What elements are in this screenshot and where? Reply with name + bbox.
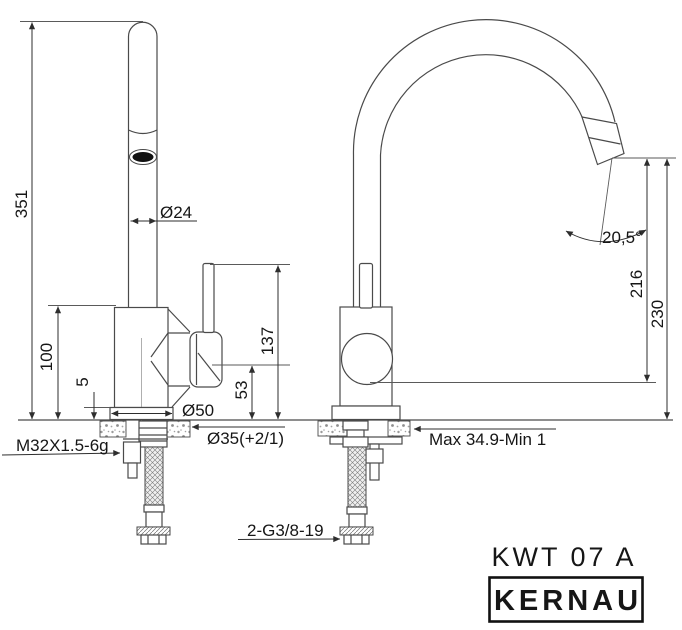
- dim-handle-top-label: 137: [258, 327, 277, 355]
- dim-spout-diameter-label: Ø24: [160, 203, 192, 222]
- dim-spout-clearance-label: 230: [648, 300, 667, 328]
- base-flange-front: [331, 405, 401, 421]
- dim-total-height-label: 351: [12, 190, 31, 218]
- leader-hose-thread: [237, 535, 341, 543]
- gooseneck-outer: [352, 19, 616, 307]
- dim-handle-bottom-label: 53: [232, 381, 251, 400]
- dim-spout-outlet-height-label: 216: [627, 270, 646, 298]
- dim-hole-diameter-label: Ø35(+2/1): [207, 429, 284, 448]
- hose-nut-front: [339, 526, 374, 536]
- braided-hose-side: [144, 446, 164, 506]
- front-view-faucet: [329, 19, 625, 545]
- mounting-nut-front: [365, 448, 384, 464]
- countertop-left-piece2: [163, 420, 191, 438]
- valve-cone-lines: [150, 332, 169, 386]
- handle-lever-side: [202, 262, 215, 334]
- aerator-joint-line: [128, 129, 158, 135]
- dim-mounting-thread-label: M32X1.5-6g: [16, 436, 109, 455]
- countertop-right-piece2: [387, 420, 411, 437]
- handle-lever-front: [358, 262, 374, 309]
- handle-base: [189, 331, 223, 388]
- gooseneck-inner: [379, 54, 584, 307]
- spout-outlet: [132, 152, 154, 162]
- spout-tube: [127, 21, 158, 308]
- title-block: KWT 07 A KERNAU: [488, 542, 644, 623]
- side-view-faucet: [109, 21, 223, 545]
- braided-hose-front: [347, 446, 367, 508]
- angle-arc: [565, 229, 647, 243]
- brand-logo-box: [488, 576, 644, 623]
- mounting-nut: [122, 441, 142, 464]
- dimension-labels: 351 100 5 53 137 216 230 Ø24 Ø50 Ø35(+2/…: [12, 190, 667, 540]
- countertop-left-piece: [99, 420, 127, 438]
- mounting-stud: [127, 462, 138, 479]
- dim-body-height-label: 100: [37, 343, 56, 371]
- ball-joint: [340, 332, 394, 386]
- dim-counter-thickness-label: Max 34.9-Min 1: [429, 430, 546, 449]
- hose-nut-side: [136, 526, 171, 536]
- dim-base-height-label: 5: [73, 377, 92, 386]
- dim-base-diameter-label: Ø50: [182, 401, 214, 420]
- dim-hose-thread-label: 2-G3/8-19: [247, 521, 324, 540]
- leader-mounting-thread: [1, 450, 121, 457]
- dimension-lines: [1, 21, 676, 543]
- model-name-label: KWT 07 A: [491, 542, 636, 572]
- front-view-mounting-hardware: [329, 420, 403, 545]
- dim-spout-angle-label: 20,5°: [602, 228, 642, 247]
- side-view-mounting-hardware: [122, 420, 171, 545]
- brand-logo-label: KERNAU: [494, 585, 642, 617]
